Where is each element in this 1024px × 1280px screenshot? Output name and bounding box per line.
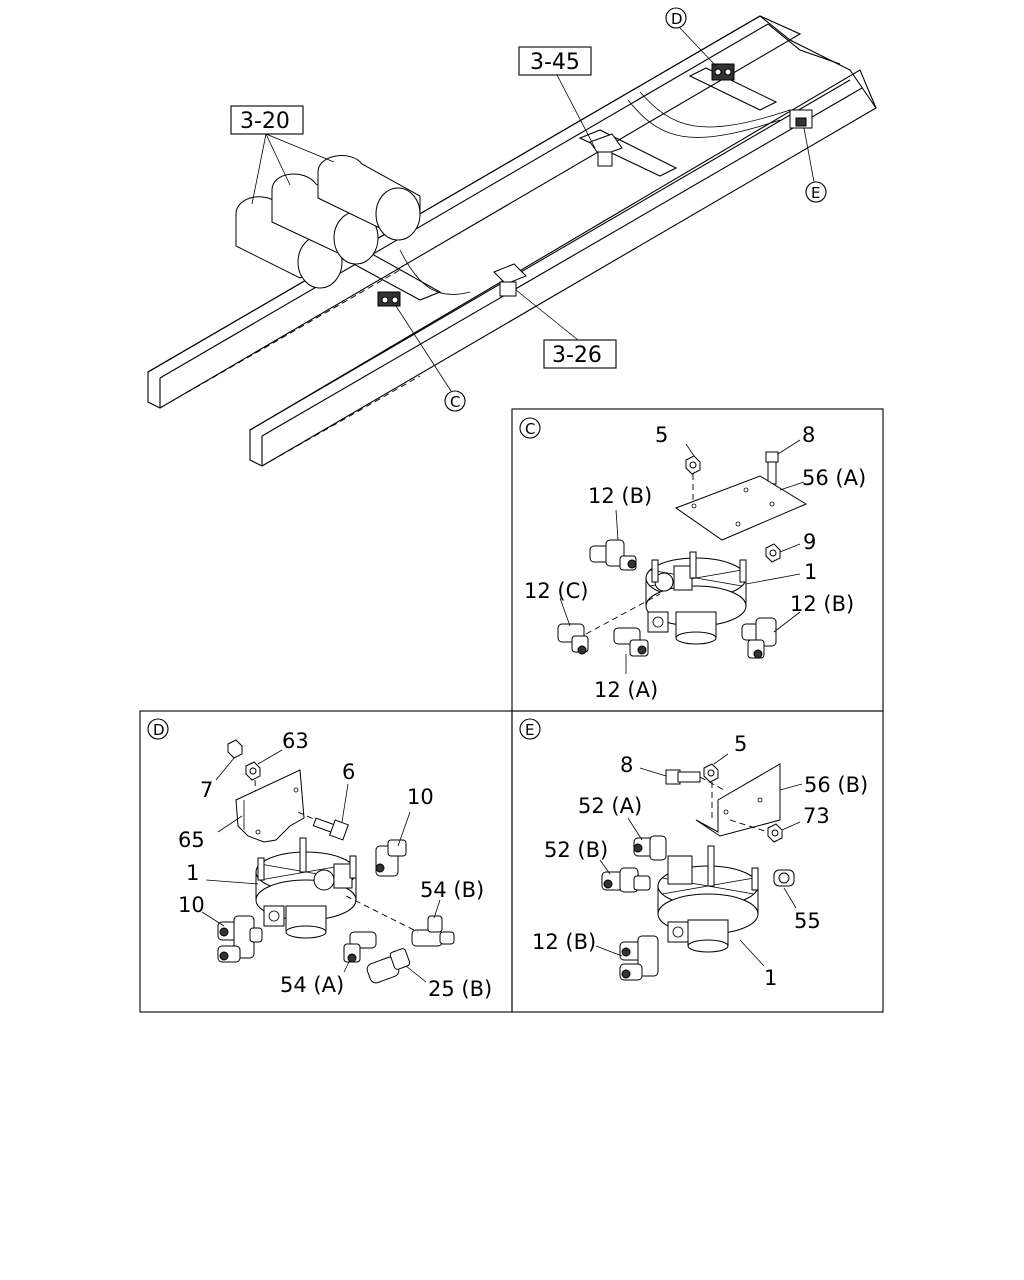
fitting-12b-lower: [619, 935, 659, 981]
panel-c-label-12a: 12 (A): [594, 678, 658, 702]
panel-d-label-10-upper: 10: [407, 785, 434, 809]
panel-e-label-12b: 12 (B): [532, 930, 596, 954]
frame-valve-d: [711, 63, 735, 81]
fitting-10-upper: [375, 839, 407, 877]
panel-c-label-12b-upper: 12 (B): [588, 484, 652, 508]
panel-e-label-52b: 52 (B): [544, 838, 608, 862]
panel-e-label-55: 55: [794, 909, 821, 933]
fitting-12b-upper: [589, 539, 637, 571]
panel-e-label-52a: 52 (A): [578, 794, 642, 818]
callout-e-label: E: [811, 184, 820, 202]
panel-e-label-1: 1: [764, 966, 777, 990]
panel-c-title: C: [525, 420, 535, 438]
callout-d: D: [665, 7, 717, 67]
callout-e: E: [803, 127, 827, 203]
frame-valve-e: [789, 109, 813, 129]
fitting-55: [773, 869, 795, 887]
panel-c-label-12b-right: 12 (B): [790, 592, 854, 616]
panel-d-label-7: 7: [200, 778, 213, 802]
panel-d-label-54a: 54 (A): [280, 973, 344, 997]
reference-3-20-label: 3-20: [240, 109, 290, 134]
panel-c-label-9: 9: [803, 530, 816, 554]
detail-panel-e-frame: [511, 710, 884, 1013]
detail-panel-e: E: [519, 718, 868, 990]
callout-c-label: C: [450, 393, 460, 411]
frame-bracket-3-45: [589, 133, 623, 167]
reference-3-26-label: 3-26: [552, 343, 602, 368]
panel-c-label-5: 5: [655, 423, 668, 447]
detail-panel-c: C: [519, 417, 866, 702]
panel-d-label-1: 1: [186, 861, 199, 885]
fitting-10-lower: [217, 915, 263, 963]
panel-e-label-8: 8: [620, 753, 633, 777]
frame-valve-c: [377, 291, 401, 307]
panel-d-label-10-lower: 10: [178, 893, 205, 917]
panel-d-label-54b: 54 (B): [420, 878, 484, 902]
panel-d-label-25b: 25 (B): [428, 977, 492, 1001]
fitting-12a: [613, 627, 649, 657]
reference-3-20: 3-20: [230, 105, 335, 205]
fitting-54b: [411, 915, 455, 947]
panel-c-label-12c: 12 (C): [524, 579, 588, 603]
reference-3-45-label: 3-45: [530, 50, 580, 75]
panel-e-title: E: [525, 721, 534, 739]
callout-c: C: [395, 305, 466, 412]
panel-e-label-56b: 56 (B): [804, 773, 868, 797]
panel-c-label-56a: 56 (A): [802, 466, 866, 490]
callout-d-label: D: [671, 10, 683, 28]
panel-d-title: D: [153, 721, 165, 739]
panel-d-label-65: 65: [178, 828, 205, 852]
fitting-52b: [601, 867, 651, 893]
reference-3-45: 3-45: [518, 46, 596, 149]
panel-c-label-1: 1: [804, 560, 817, 584]
fitting-12c: [557, 623, 589, 655]
fitting-25b: [366, 948, 411, 984]
panel-d-label-6: 6: [342, 760, 355, 784]
chassis-frame-drawing: [147, 15, 877, 467]
fitting-12b-right: [741, 617, 777, 659]
reference-3-26: 3-26: [515, 289, 617, 369]
panel-e-label-73: 73: [803, 804, 830, 828]
frame-bracket-3-26: [493, 263, 527, 297]
panel-e-label-5: 5: [734, 732, 747, 756]
air-tanks-drawing: [235, 155, 421, 289]
fitting-54a: [343, 931, 377, 963]
detail-panel-d: D: [147, 718, 492, 1001]
fitting-52a: [633, 835, 667, 861]
panel-c-label-8: 8: [802, 423, 815, 447]
panel-d-label-63: 63: [282, 729, 309, 753]
